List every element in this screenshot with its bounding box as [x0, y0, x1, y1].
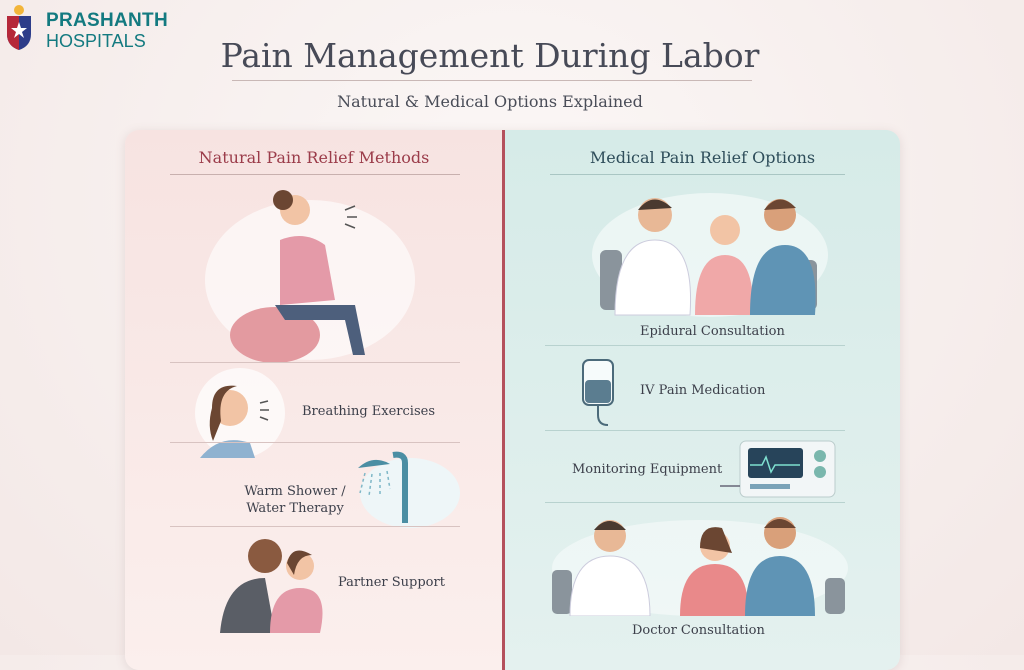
medical-item-label: Doctor Consultation [632, 623, 765, 638]
natural-item-label: Partner Support [338, 575, 445, 590]
logo-line1: PRASHANTH [46, 10, 168, 31]
separator [545, 345, 845, 346]
natural-item-label: Breathing Exercises [302, 404, 435, 419]
separator [170, 362, 460, 363]
medical-heading: Medical Pain Relief Options [589, 148, 816, 167]
natural-heading: Natural Pain Relief Methods [198, 148, 430, 167]
partner-support-illustration [220, 539, 323, 633]
natural-item-label: Warm Shower / Water Therapy [244, 484, 346, 516]
hospital-logo: PRASHANTH HOSPITALS [4, 4, 168, 54]
page-title: Pain Management During Labor [220, 36, 760, 75]
shield-crest-icon [7, 5, 31, 50]
medical-item-label: Monitoring Equipment [572, 462, 723, 477]
epidural-consultation-illustration [592, 193, 828, 317]
natural-section: Natural Pain Relief Methods Breathing Ex… [125, 130, 503, 670]
logo-line2: HOSPITALS [46, 31, 146, 51]
medical-item-label: IV Pain Medication [640, 383, 766, 398]
natural-heading-rule [170, 174, 460, 175]
comparison-panel: Natural Pain Relief Methods Breathing Ex… [125, 130, 900, 670]
iv-bag-icon [582, 359, 614, 426]
medical-heading-rule [550, 174, 845, 175]
title-divider [232, 80, 752, 81]
separator [545, 502, 845, 503]
section-divider [502, 130, 505, 670]
separator [170, 442, 460, 443]
heart-monitor-illustration [720, 440, 836, 498]
doctor-consultation-illustration [552, 517, 848, 616]
medical-item-label: Epidural Consultation [640, 324, 785, 339]
shower-illustration [358, 451, 460, 528]
birthing-ball-illustration [205, 190, 415, 363]
medical-section: Medical Pain Relief Options Epidural Con… [505, 130, 900, 670]
separator [170, 526, 460, 527]
page-subtitle: Natural & Medical Options Explained [337, 92, 643, 111]
breathing-woman-illustration [195, 368, 285, 458]
separator [545, 430, 845, 431]
